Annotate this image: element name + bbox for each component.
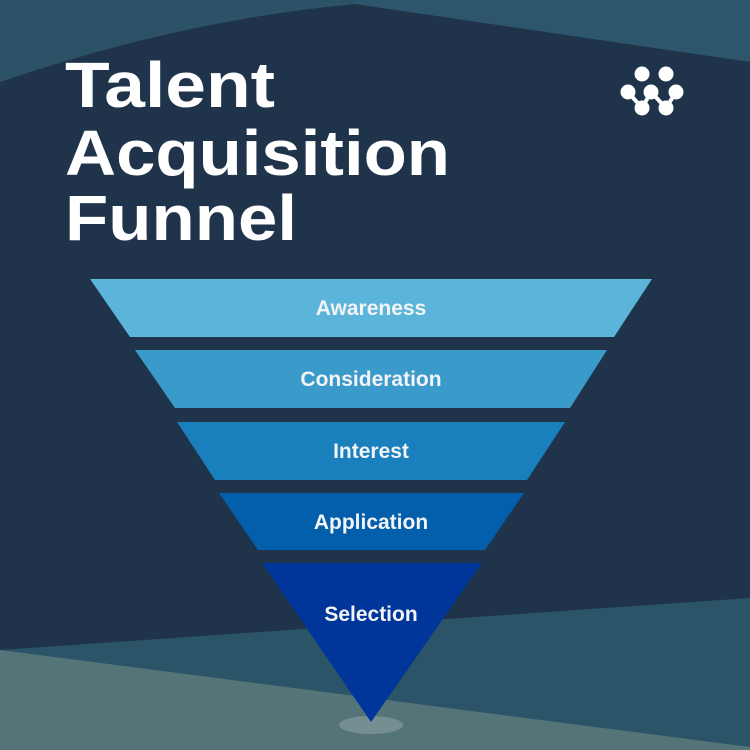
funnel-stage-consideration xyxy=(135,350,607,408)
stage-label-selection: Selection xyxy=(324,603,417,626)
title-line-1: Talent xyxy=(65,49,275,121)
funnel-shadow xyxy=(339,716,403,734)
stage-label-consideration: Consideration xyxy=(300,368,441,391)
bg-top-left-shape xyxy=(0,0,355,82)
dots-w-logo-icon xyxy=(620,66,684,116)
stage-label-awareness: Awareness xyxy=(316,297,427,320)
stage-label-interest: Interest xyxy=(333,440,409,463)
funnel-stage-application xyxy=(219,493,524,550)
stage-label-application: Application xyxy=(314,511,428,534)
title-line-2: Acquisition xyxy=(65,117,450,189)
funnel-stage-interest xyxy=(177,422,565,480)
funnel-stage-selection xyxy=(262,563,482,722)
funnel-stage-awareness xyxy=(90,279,652,337)
funnel: Awareness Consideration Interest Applica… xyxy=(90,279,652,722)
page-title: Talent Acquisition Funnel xyxy=(65,49,450,254)
title-line-3: Funnel xyxy=(65,182,297,254)
